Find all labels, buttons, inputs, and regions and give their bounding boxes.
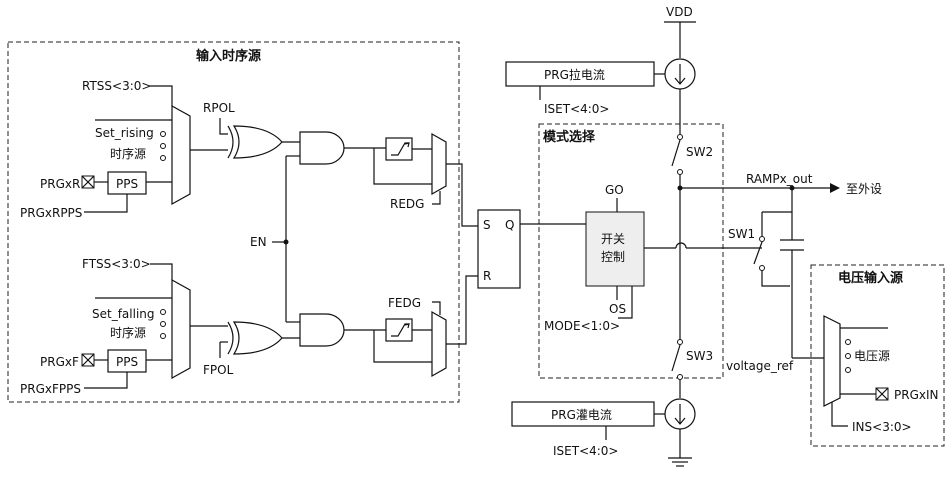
vdd-label: VDD	[666, 5, 693, 19]
prgxrpps-label: PRGxRPPS	[20, 206, 82, 220]
redg-label: REDG	[390, 197, 424, 211]
sw2-switch-icon	[671, 139, 681, 167]
prgxin-label: PRGxIN	[894, 388, 939, 402]
to-peripheral-label: 至外设	[846, 182, 882, 196]
rtss-label: RTSS<3:0>	[82, 79, 151, 93]
input-timing-group	[7, 41, 460, 403]
sr-s-label: S	[483, 218, 491, 232]
fpol-label: FPOL	[203, 363, 234, 377]
prgxf-label: PRGxF	[40, 355, 79, 369]
voltage-ref-label: voltage_ref	[726, 359, 794, 373]
ramp-out-label: RAMPx_out	[746, 172, 813, 186]
pps-label-falling: PPS	[116, 355, 138, 369]
timing-src-label-1: 时序源	[110, 146, 146, 161]
switch-control-label-2: 控制	[601, 250, 625, 264]
prg-pull-box	[505, 61, 655, 87]
switch-control-label-1: 开关	[601, 232, 625, 246]
voltage-input-group	[810, 264, 945, 447]
voltage-src-label: 电压源	[854, 349, 890, 363]
set-rising-label: Set_rising	[95, 126, 154, 140]
sw1-switch-icon	[753, 241, 763, 265]
sr-r-label: R	[483, 269, 491, 283]
and-gate-falling	[299, 313, 345, 347]
ins-label: INS<3:0>	[852, 420, 912, 434]
prg-sink-label: PRG灌电流	[551, 408, 612, 422]
ftss-label: FTSS<3:0>	[82, 257, 151, 271]
sw3-label: SW3	[686, 349, 713, 363]
en-label: EN	[250, 235, 267, 249]
sw2-label: SW2	[686, 145, 713, 159]
mode-label: MODE<1:0>	[544, 319, 620, 333]
iset-top-label: ISET<4:0>	[544, 102, 610, 116]
sr-q-label: Q	[505, 218, 514, 232]
voltage-input-title: 电压输入源	[838, 270, 903, 286]
falling-mux	[171, 278, 191, 380]
rpol-label: RPOL	[203, 101, 235, 115]
mode-select-group	[538, 123, 724, 379]
pps-label-rising: PPS	[116, 177, 138, 191]
edge-detector-falling	[385, 318, 413, 342]
fedg-label: FEDG	[388, 296, 421, 310]
xor-gate-rising	[232, 125, 283, 159]
prgxfpps-label: PRGxFPPS	[20, 382, 81, 396]
input-timing-title: 输入时序源	[196, 48, 261, 64]
redg-mux	[431, 132, 447, 196]
edge-detector-rising	[385, 137, 413, 161]
os-label: OS	[609, 302, 626, 316]
sr-latch	[477, 209, 521, 289]
prg-pull-label: PRG拉电流	[544, 67, 605, 82]
xor-gate-falling	[232, 321, 283, 355]
prgxr-label: PRGxR	[40, 177, 80, 191]
fedg-mux	[431, 310, 447, 378]
rising-mux	[171, 104, 191, 206]
switch-control-box	[585, 211, 645, 287]
ramp-out-arrow-icon	[830, 183, 840, 193]
prg-sink-box	[511, 401, 655, 427]
mode-select-title: 模式选择	[543, 129, 596, 145]
go-label: GO	[605, 183, 624, 197]
and-gate-rising	[299, 131, 345, 165]
timing-src-label-2: 时序源	[110, 325, 146, 340]
voltage-input-mux	[823, 315, 841, 407]
iset-bottom-label: ISET<4:0>	[553, 444, 619, 458]
sw3-switch-icon	[671, 344, 681, 372]
set-falling-label: Set_falling	[92, 307, 155, 321]
sw1-label: SW1	[728, 227, 755, 241]
